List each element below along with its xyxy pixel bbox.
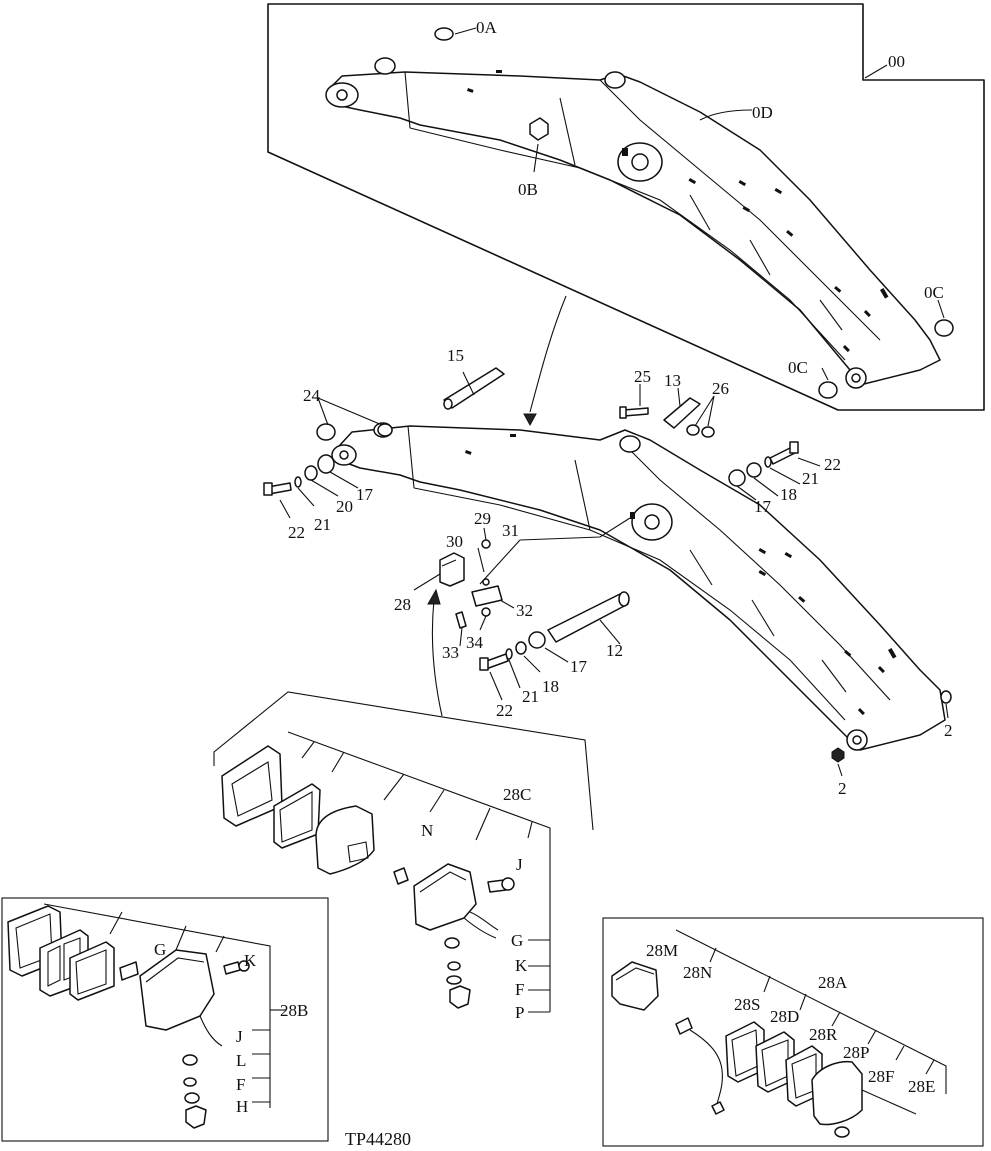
label-28F: 28F — [868, 1067, 894, 1086]
label-K-28B: K — [244, 951, 257, 970]
washer-0A — [434, 27, 454, 41]
label-33: 33 — [442, 643, 459, 662]
group-28C-labels: 28C N J G K F P — [421, 785, 531, 1022]
group-28B-labels: G K 28B J L F H — [154, 940, 308, 1116]
label-F-28B: F — [236, 1075, 245, 1094]
figure-id: TP44280 — [345, 1129, 411, 1149]
group-28B — [1, 897, 329, 1142]
label-21-lower: 21 — [522, 687, 539, 706]
label-28D: 28D — [770, 1007, 799, 1026]
group-28C — [213, 691, 594, 1013]
boom-main — [331, 422, 946, 751]
label-H-28B: H — [236, 1097, 248, 1116]
label-K-28C: K — [515, 956, 528, 975]
label-28N: 28N — [683, 963, 712, 982]
label-22-lower: 22 — [496, 701, 513, 720]
label-22-right: 22 — [824, 455, 841, 474]
top-labels: 0A 0B 0D 00 0C 0C — [476, 18, 944, 377]
boom-main-parts — [263, 367, 952, 763]
group-28A — [602, 917, 984, 1147]
label-P-28C: P — [515, 1003, 524, 1022]
label-28: 28 — [394, 595, 411, 614]
callout-arrow-lamp — [427, 588, 443, 717]
label-17-right: 17 — [754, 497, 772, 516]
label-26: 26 — [712, 379, 729, 398]
top-inset-panel — [267, 3, 985, 411]
label-28B: 28B — [280, 1001, 308, 1020]
label-21-right: 21 — [802, 469, 819, 488]
label-31: 31 — [502, 521, 519, 540]
label-15: 15 — [447, 346, 464, 365]
top-small-parts — [434, 27, 954, 399]
boom-assembly-top — [325, 57, 941, 389]
label-G-28C: G — [511, 931, 523, 950]
label-30: 30 — [446, 532, 463, 551]
label-0C-right: 0C — [924, 283, 944, 302]
label-L-28B: L — [236, 1051, 246, 1070]
label-17-lower: 17 — [570, 657, 588, 676]
label-29: 29 — [474, 509, 491, 528]
label-32: 32 — [516, 601, 533, 620]
label-0C-left: 0C — [788, 358, 808, 377]
label-28M: 28M — [646, 941, 678, 960]
nut-0B — [529, 117, 549, 141]
label-34: 34 — [466, 633, 484, 652]
label-J-28B: J — [236, 1027, 243, 1046]
label-28E: 28E — [908, 1077, 935, 1096]
callout-arrow-top — [523, 295, 567, 427]
label-28S: 28S — [734, 995, 760, 1014]
label-28P: 28P — [843, 1043, 869, 1062]
label-18-right: 18 — [780, 485, 797, 504]
label-2-right: 2 — [944, 721, 953, 740]
pin-15 — [443, 367, 505, 409]
pin-12 — [547, 593, 629, 643]
label-18-lower: 18 — [542, 677, 559, 696]
label-24: 24 — [303, 386, 321, 405]
label-13: 13 — [664, 371, 681, 390]
boom-main-leaders — [279, 371, 949, 777]
label-25: 25 — [634, 367, 651, 386]
label-28A: 28A — [818, 973, 848, 992]
bushing-0C-b — [818, 381, 838, 399]
label-F-28C: F — [515, 980, 524, 999]
group-28A-labels: 28M 28N 28A 28S 28D 28R 28P 28F 28E — [646, 941, 935, 1096]
bulb-28N — [675, 1017, 693, 1035]
work-light-28 — [439, 552, 465, 587]
label-28C: 28C — [503, 785, 531, 804]
label-28R: 28R — [809, 1025, 838, 1044]
label-00: 00 — [888, 52, 905, 71]
label-2-lower: 2 — [838, 779, 847, 798]
label-0A: 0A — [476, 18, 498, 37]
label-12: 12 — [606, 641, 623, 660]
label-17-left: 17 — [356, 485, 374, 504]
label-22-left: 22 — [288, 523, 305, 542]
lamp-28M — [611, 961, 659, 1011]
label-J-28C: J — [516, 855, 523, 874]
label-0D: 0D — [752, 103, 773, 122]
bushing-0C-a — [934, 319, 954, 337]
label-20: 20 — [336, 497, 353, 516]
top-leader-lines — [454, 27, 945, 381]
label-21-left: 21 — [314, 515, 331, 534]
label-0B: 0B — [518, 180, 538, 199]
boom-main-labels: 15 24 25 13 26 22 21 20 17 17 18 21 22 2… — [288, 346, 953, 798]
label-G-28B: G — [154, 940, 166, 959]
label-N-28C: N — [421, 821, 433, 840]
